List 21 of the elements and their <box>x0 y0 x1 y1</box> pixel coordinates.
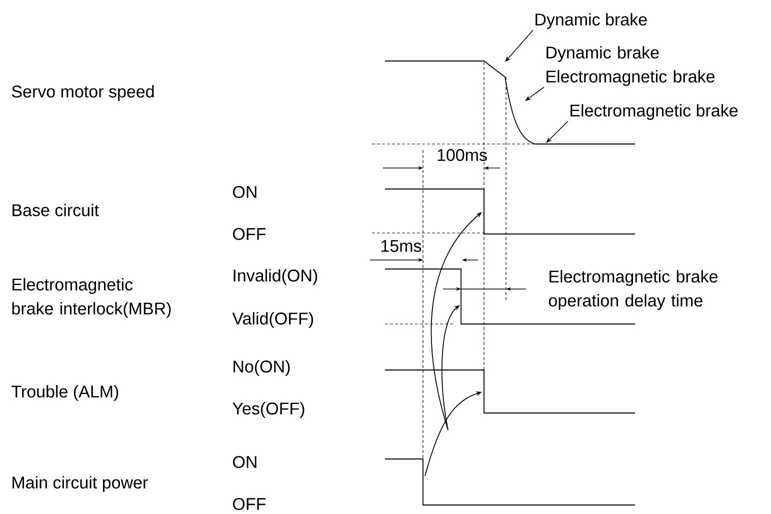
state-label: Invalid(ON) <box>234 269 318 285</box>
signal-name: Servo motor speed <box>12 85 154 101</box>
state-label: Yes(OFF) <box>232 402 304 418</box>
leader-arrow <box>505 30 534 62</box>
signal-name: Trouble (ALM) <box>12 385 118 401</box>
dimension-label: 15ms <box>382 240 422 252</box>
state-label: OFF <box>233 498 266 510</box>
callout-text: Dynamic brake <box>536 13 647 29</box>
leader-arrow <box>546 120 568 143</box>
state-label: Valid(OFF) <box>232 312 313 328</box>
state-label: ON <box>233 456 256 468</box>
signal-name: Base circuit <box>12 204 99 216</box>
state-label: OFF <box>233 228 266 240</box>
dimension-label: 100ms <box>438 148 487 162</box>
dimension-label: Electromagnetic brake operation delay time <box>548 270 718 310</box>
signal-name: Main circuit power <box>12 476 148 492</box>
callout-text: Electromagnetic brake <box>570 104 738 120</box>
state-label: No(ON) <box>234 360 290 376</box>
state-label: ON <box>233 186 256 198</box>
callout-text: Dynamic brake Electromagnetic brake <box>546 46 714 86</box>
signal-name: Electromagnetic brake interlock(MBR) <box>12 278 171 318</box>
